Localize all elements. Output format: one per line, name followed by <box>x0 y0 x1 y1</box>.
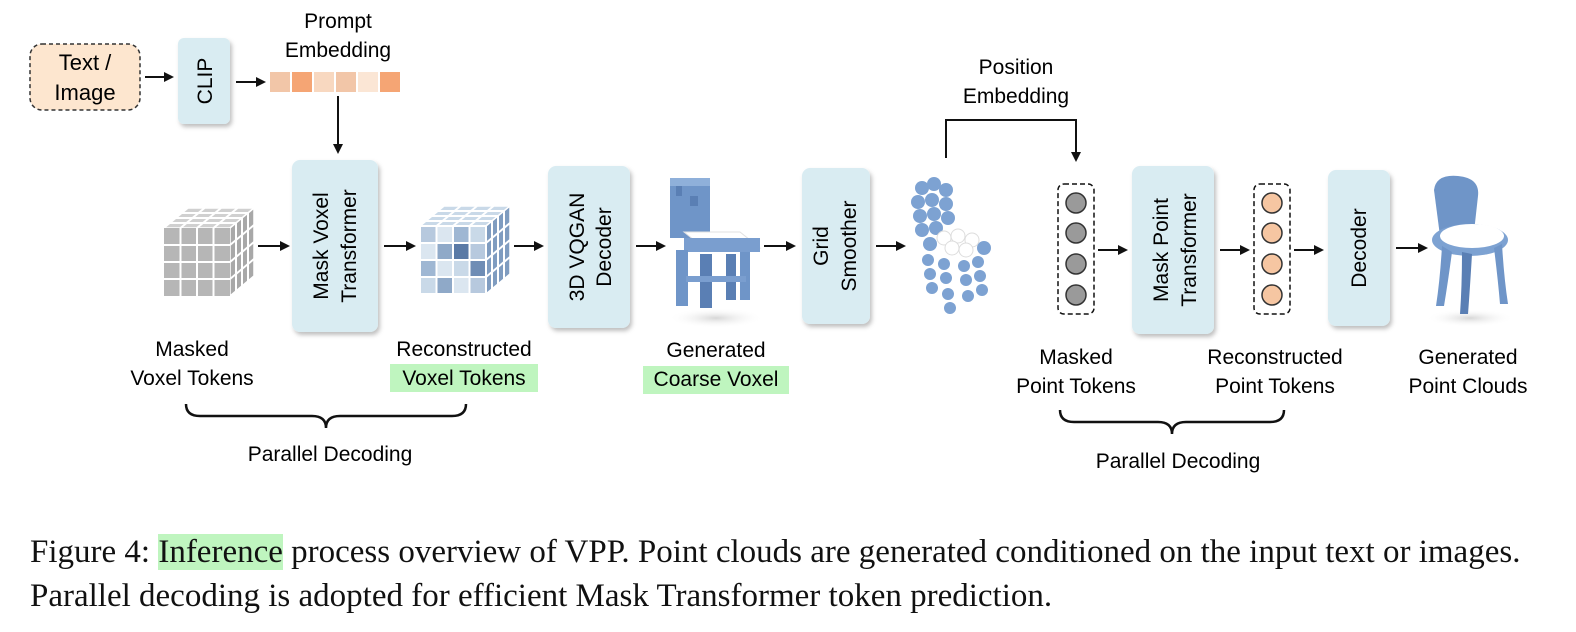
smoothed-sphere-chair-image <box>911 177 991 314</box>
prompt-label-line1: Prompt <box>304 10 372 33</box>
coarse-voxel-chair-image <box>668 178 764 328</box>
decoder-label: Decoder <box>1348 208 1371 287</box>
recon-voxel-label-line2: Voxel Tokens <box>402 367 525 390</box>
point-decoder-module: Decoder <box>1328 170 1390 326</box>
recon-point-label-line2: Point Tokens <box>1215 375 1335 398</box>
grid-smoother-module: Grid Smoother <box>802 168 870 324</box>
position-label-line2: Embedding <box>963 85 1069 108</box>
mpt-label-line2: Transformer <box>1178 193 1201 307</box>
caption-text: process overview of VPP. Point clouds ar… <box>30 534 1521 614</box>
masked-voxel-label-line2: Voxel Tokens <box>130 367 253 390</box>
position-embedding-arrow <box>945 119 1081 162</box>
generated-voxel-label-line1: Generated <box>666 339 765 362</box>
generated-pc-label-line2: Point Clouds <box>1408 375 1527 398</box>
coarse-voxel-highlight <box>643 366 789 394</box>
input-label-line1: Text / <box>59 50 112 75</box>
figure-caption: Figure 4: Inference process overview of … <box>30 530 1550 618</box>
vqgan-label-line1: 3D VQGAN <box>566 193 589 302</box>
caption-highlight: Inference <box>158 534 283 570</box>
input-text-image-box: Text / Image <box>29 43 141 111</box>
grid-label-line1: Grid <box>810 226 833 266</box>
reconstructed-point-tokens <box>1253 183 1291 315</box>
generated-point-cloud-chair-image <box>1426 175 1514 327</box>
reconstructed-voxel-cube <box>417 204 513 296</box>
parallel-decoding-label-right: Parallel Decoding <box>1096 450 1261 473</box>
masked-point-label-line2: Point Tokens <box>1016 375 1136 398</box>
prompt-embedding-tokens <box>270 72 400 92</box>
input-label-line2: Image <box>54 80 115 105</box>
parallel-decoding-brace-left <box>184 403 468 429</box>
caption-prefix: Figure 4: <box>30 534 159 570</box>
vqgan-decoder-module: 3D VQGAN Decoder <box>548 166 630 328</box>
recon-voxel-label-line1: Reconstructed <box>396 338 531 361</box>
mask-voxel-transformer-module: Mask Voxel Transformer <box>292 160 378 332</box>
mpt-label-line1: Mask Point <box>1150 198 1173 302</box>
clip-module: CLIP <box>178 38 230 124</box>
pipeline-diagram: Text / Image CLIP Prompt Embedding <box>29 10 1528 473</box>
masked-voxel-label-line1: Masked <box>155 338 229 361</box>
grid-label-line2: Smoother <box>838 200 861 291</box>
mvt-label-line1: Mask Voxel <box>310 192 333 299</box>
recon-point-label-line1: Reconstructed <box>1207 346 1342 369</box>
generated-pc-label-line1: Generated <box>1418 346 1517 369</box>
masked-point-label-line1: Masked <box>1039 346 1113 369</box>
parallel-decoding-label-left: Parallel Decoding <box>248 443 413 466</box>
generated-voxel-label-line2: Coarse Voxel <box>654 368 779 391</box>
masked-voxel-cube <box>161 206 257 298</box>
recon-voxel-highlight <box>390 364 538 392</box>
mvt-label-line2: Transformer <box>338 189 361 303</box>
parallel-decoding-brace-right <box>1058 409 1286 435</box>
position-label-line1: Position <box>979 56 1054 79</box>
mask-point-transformer-module: Mask Point Transformer <box>1132 166 1214 334</box>
prompt-label-line2: Embedding <box>285 39 391 62</box>
masked-point-tokens <box>1057 183 1095 315</box>
clip-label: CLIP <box>194 58 217 105</box>
vqgan-label-line2: Decoder <box>593 207 616 286</box>
